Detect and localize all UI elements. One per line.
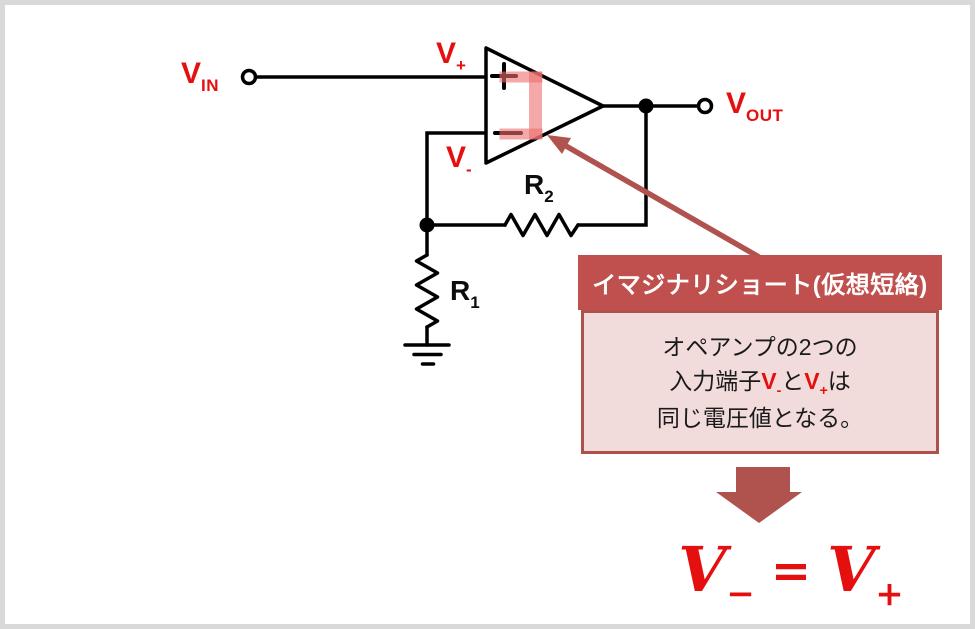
formula-v-minus-equals-v-plus: V − = V +: [633, 533, 949, 624]
wire-minus-input-feedback: [425, 131, 488, 227]
vminus-label: V-: [446, 141, 473, 179]
ground-icon: [403, 343, 451, 366]
output-terminal-circle: [696, 97, 714, 115]
callout-line3: 同じ電圧値となる。: [656, 404, 864, 431]
down-block-arrow: [716, 467, 802, 523]
formula-v2: V: [827, 533, 876, 606]
junction-dot-feedback: [419, 217, 435, 233]
callout-title: イマジナリショート(仮想短絡): [578, 255, 942, 310]
r2-label: R2: [524, 169, 554, 206]
input-terminal-circle: [240, 68, 258, 86]
junction-dot-output: [638, 98, 654, 114]
vin-label: VIN: [181, 57, 220, 95]
callout-line2: 入力端子V-とV+は: [669, 367, 851, 398]
resistor-r1-zigzag: [414, 253, 440, 329]
r1-label: R1: [450, 275, 480, 312]
wire-feedback-loop: [425, 104, 648, 227]
formula-v1-sub: −: [726, 574, 755, 614]
callout-line1: オペアンプの2つの: [662, 333, 858, 360]
formula-v1: V: [678, 533, 727, 606]
resistor-r2-zigzag: [503, 212, 580, 238]
callout-title-text: イマジナリショート(仮想短絡): [592, 272, 928, 299]
vplus-inline-label: V+: [804, 367, 828, 398]
circuit-drawing: [240, 46, 802, 523]
imaginary-short-highlight: [499, 71, 543, 140]
formula-v2-sub: +: [875, 574, 904, 614]
vplus-label: V+: [436, 37, 467, 75]
vminus-inline-label: V-: [761, 367, 782, 398]
vout-label: VOUT: [726, 87, 784, 125]
callout-body: オペアンプの2つの 入力端子V-とV+は 同じ電圧値となる。: [581, 310, 939, 454]
formula-equals: =: [770, 543, 812, 599]
annotation-arrow: [547, 135, 761, 260]
